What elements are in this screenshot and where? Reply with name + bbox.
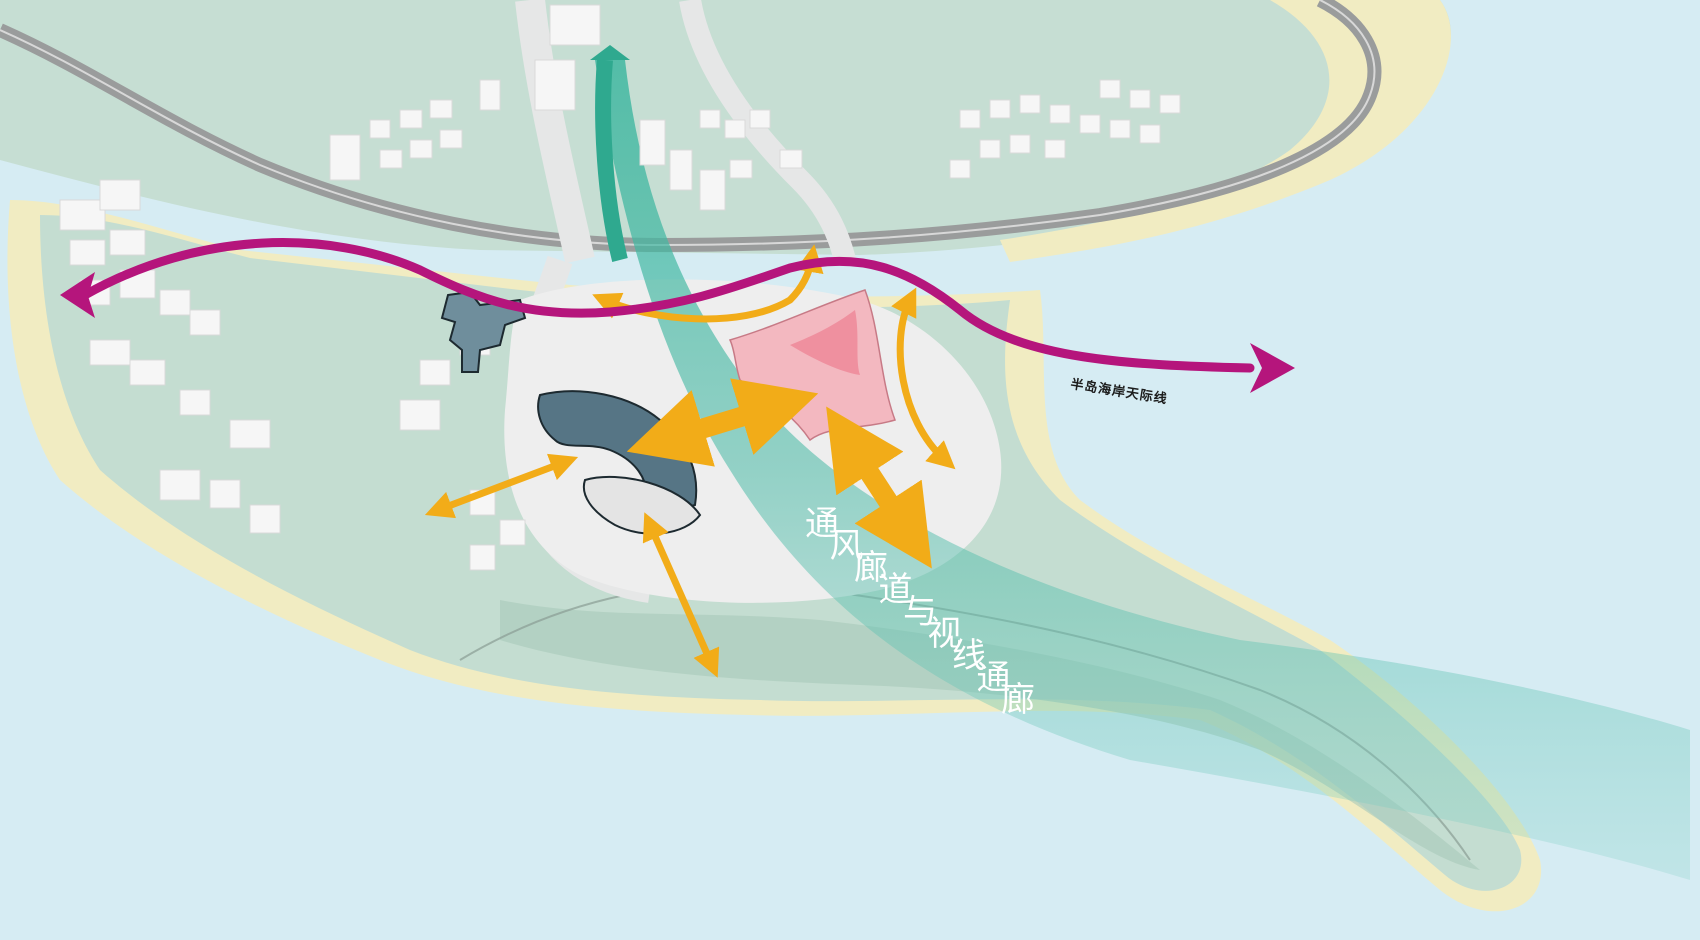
beach-northeast	[1000, 0, 1451, 262]
corridor-char: 风	[830, 526, 864, 566]
corridor-char: 廊	[854, 548, 888, 588]
coastal-road-centerline	[0, 0, 1376, 247]
corridor-label: 通风廊道与视线通廊	[805, 504, 1035, 720]
peninsula-ridge-shade	[500, 600, 1480, 870]
skyline-curve	[80, 238, 1255, 373]
corridor-char: 视	[928, 614, 962, 654]
view-corridor-arrowhead	[590, 45, 630, 60]
arrow-west	[424, 453, 579, 519]
corridor-char: 与	[903, 592, 937, 632]
building-pink-center	[790, 310, 860, 375]
arrow-stadium-pink	[626, 378, 819, 467]
arrow-pink-south	[826, 406, 932, 569]
view-corridor-stem	[595, 59, 628, 262]
corridor-char: 通	[977, 658, 1011, 698]
view-corridor-band	[595, 60, 1690, 880]
corridor-char: 廊	[1001, 680, 1035, 720]
corridor-char: 道	[879, 570, 913, 610]
north-road-1	[515, 0, 595, 264]
skyline-arrowhead-west	[60, 272, 95, 318]
corridor-char: 线	[952, 636, 986, 676]
corridor-label-text: 通风廊道与视线通廊	[805, 504, 1035, 720]
corridor-char: 通	[805, 504, 839, 544]
buildings-north	[329, 4, 1181, 211]
skyline-arrowhead-east	[1250, 343, 1295, 393]
arrow-south	[642, 512, 720, 678]
